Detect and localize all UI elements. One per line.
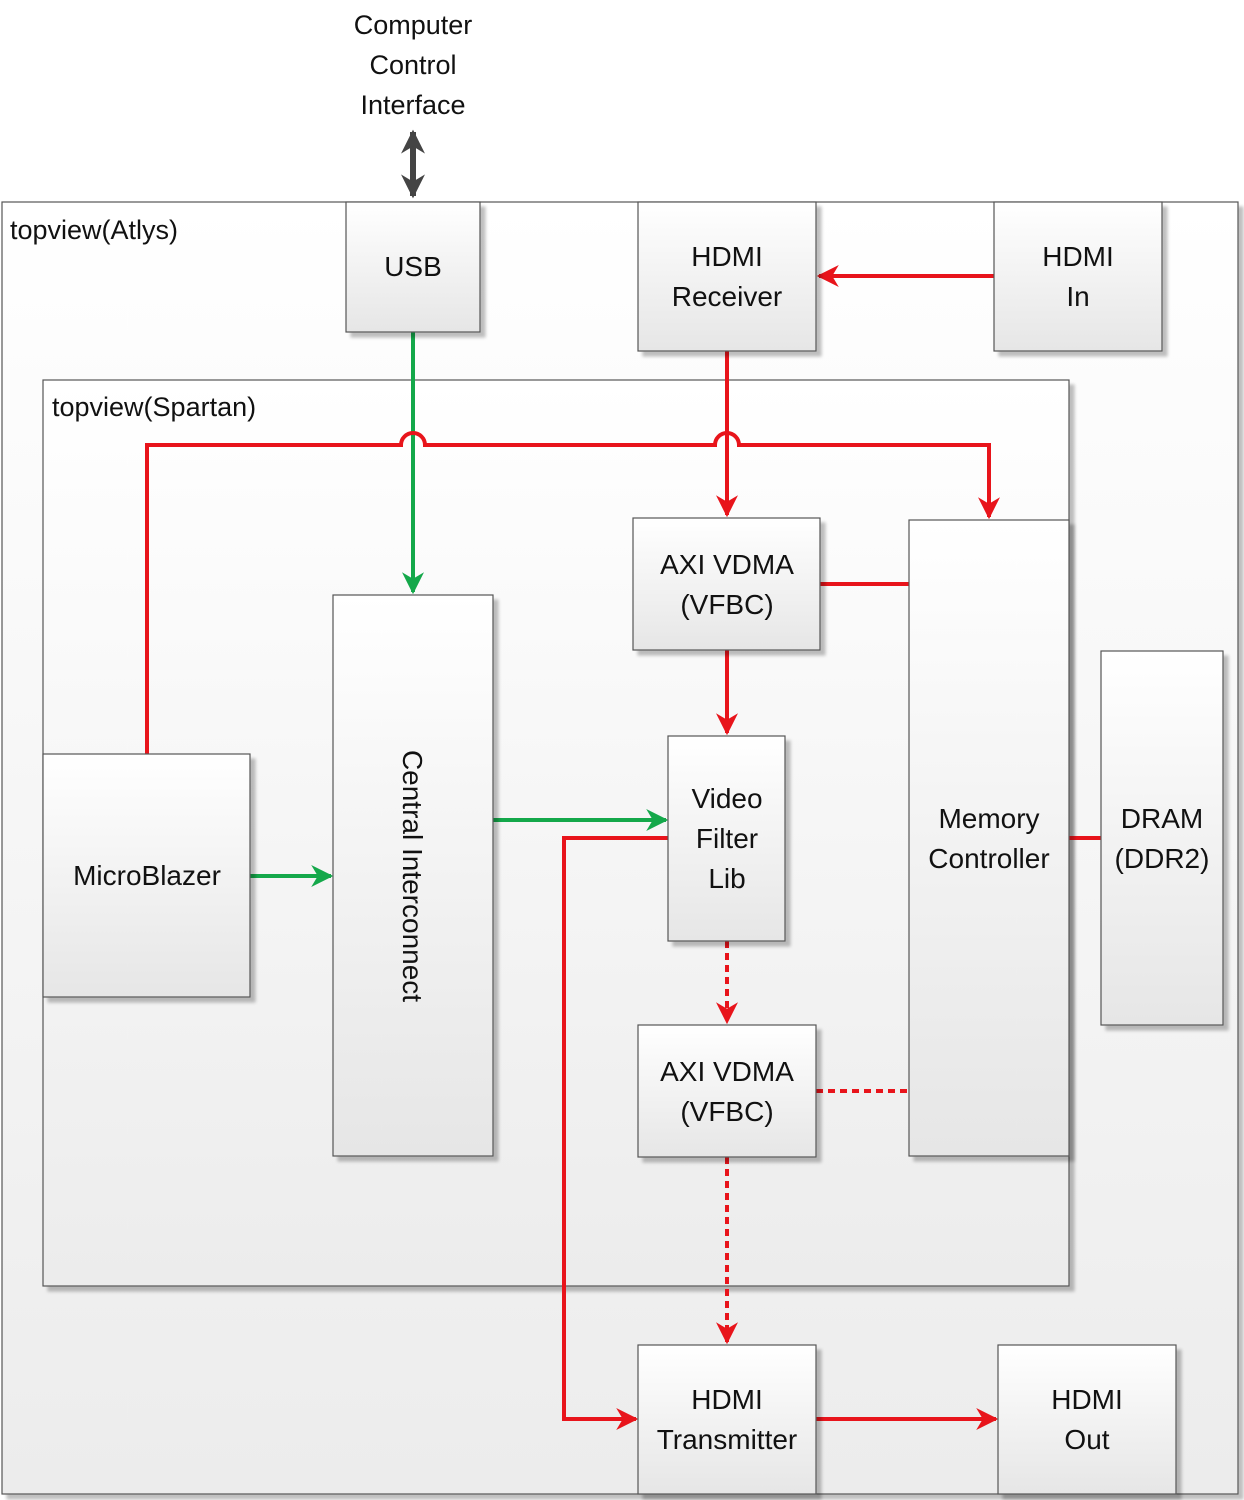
dram-label: (DDR2) — [1115, 843, 1210, 874]
memory-controller-block: Memory Controller — [908, 519, 1070, 1157]
hdmi-receiver-block: HDMI Receiver — [637, 201, 817, 352]
hdmi-receiver-label: HDMI — [691, 241, 763, 272]
central-interconnect-block: Central Interconnect — [332, 594, 494, 1157]
hdmi-in-label: In — [1066, 281, 1089, 312]
spartan-container-label: topview(Spartan) — [52, 392, 256, 422]
atlys-container-label: topview(Atlys) — [10, 215, 178, 245]
hdmi-transmitter-block: HDMI Transmitter — [637, 1344, 817, 1495]
hdmi-transmitter-label: Transmitter — [657, 1424, 798, 1455]
dram-label: DRAM — [1121, 803, 1203, 834]
axi-vdma-bottom-label: (VFBC) — [680, 1096, 773, 1127]
hdmi-in-label: HDMI — [1042, 241, 1114, 272]
connections — [145, 129, 1101, 1430]
axi-vdma-top-label: (VFBC) — [680, 589, 773, 620]
dram-block: DRAM (DDR2) — [1100, 650, 1224, 1026]
axi-vdma-bottom-label: AXI VDMA — [660, 1056, 794, 1087]
computer-control-interface-label: Computer Control Interface — [354, 10, 473, 120]
axi-vdma-top-block: AXI VDMA (VFBC) — [632, 517, 821, 651]
external-label-line: Interface — [360, 90, 465, 120]
hdmi-out-label: HDMI — [1051, 1384, 1123, 1415]
usb-block: USB — [345, 201, 481, 333]
microblazer-block: MicroBlazer — [42, 753, 251, 998]
external-label-line: Computer — [354, 10, 473, 40]
filter-bypass-to-transmitter-arrow — [562, 836, 668, 1430]
hdmi-receiver-label: Receiver — [672, 281, 782, 312]
usb-label: USB — [384, 251, 442, 282]
hdmi-out-block: HDMI Out — [997, 1344, 1177, 1495]
video-filter-lib-block: Video Filter Lib — [667, 735, 786, 942]
hdmi-out-label: Out — [1064, 1424, 1109, 1455]
axi-vdma-bottom-block: AXI VDMA (VFBC) — [637, 1024, 817, 1158]
external-label-line: Control — [369, 50, 456, 80]
central-interconnect-label: Central Interconnect — [397, 750, 428, 1002]
axi-vdma-top-label: AXI VDMA — [660, 549, 794, 580]
video-filter-lib-label: Lib — [708, 863, 745, 894]
microblazer-label: MicroBlazer — [73, 860, 221, 891]
hdmi-in-block: HDMI In — [993, 201, 1163, 352]
memory-controller-label: Memory — [938, 803, 1039, 834]
video-filter-lib-label: Video — [691, 783, 762, 814]
microblazer-to-memory-arrow — [145, 431, 1000, 754]
memory-controller-label: Controller — [928, 843, 1049, 874]
video-filter-lib-label: Filter — [696, 823, 758, 854]
hdmi-transmitter-label: HDMI — [691, 1384, 763, 1415]
